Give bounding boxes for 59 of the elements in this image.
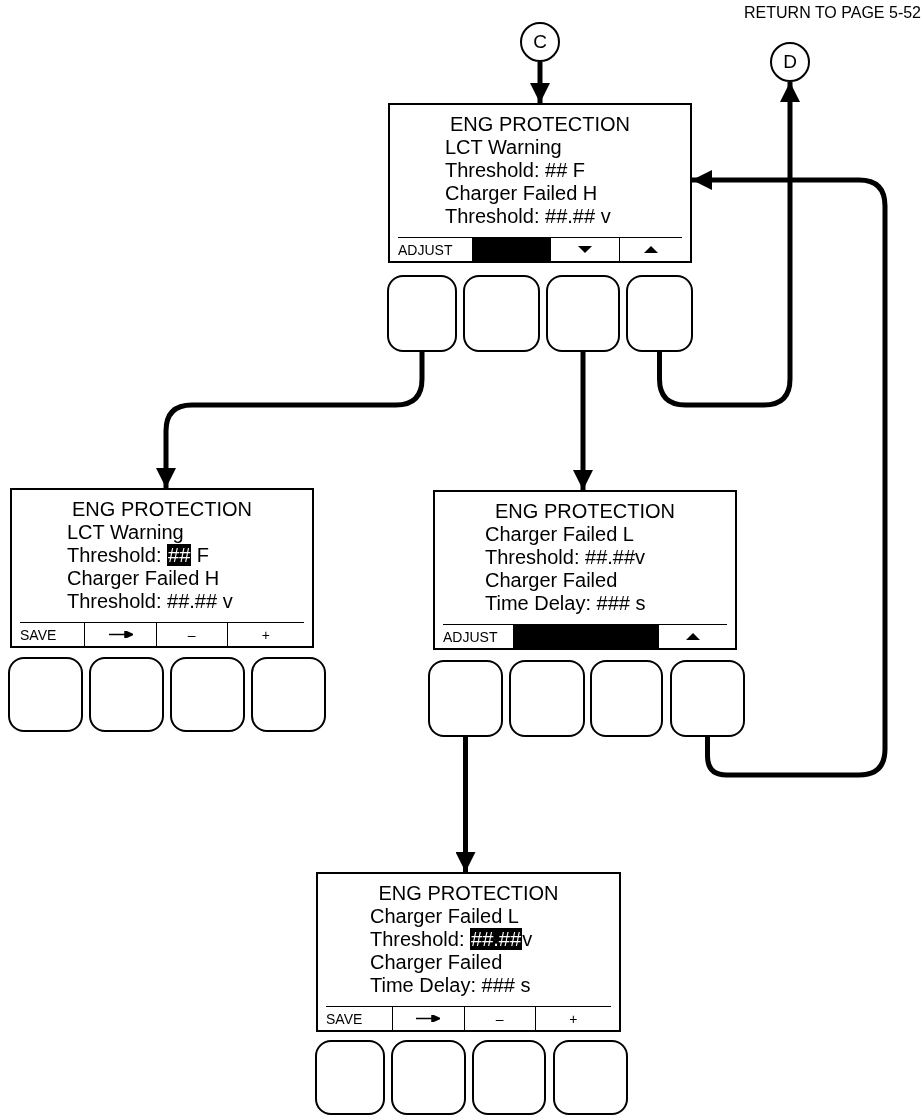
keypad-button [387, 275, 457, 352]
connector-circle [520, 22, 560, 62]
arrow [455, 737, 476, 872]
keypad-button [509, 660, 585, 737]
lcd-screen [316, 872, 621, 1032]
screen-line: Charger Failed H [67, 567, 220, 589]
screen-line: Charger Failed L [485, 523, 634, 545]
screen-line: Time Delay: ### s [485, 592, 646, 614]
screen-line: Threshold: ##.##v [370, 928, 533, 950]
screen-line: Threshold: ## F [445, 159, 586, 181]
softkey-label: – [187, 626, 196, 643]
screen-title: ENG PROTECTION [71, 498, 253, 520]
softkey-label: ADJUST [398, 241, 453, 258]
arrow [692, 170, 888, 778]
screen-line: Time Delay: ### s [370, 974, 531, 996]
arrow [657, 82, 800, 408]
arrow [530, 62, 550, 103]
screen-line: Threshold: ##.## v [445, 205, 611, 227]
arrow [573, 352, 593, 490]
softkey-label: ADJUST [443, 628, 498, 645]
connector-circle [770, 42, 810, 82]
keypad-button [463, 275, 540, 352]
screen-line: Charger Failed H [445, 182, 598, 204]
screen-title: ENG PROTECTION [449, 113, 631, 135]
lcd-screen [10, 488, 314, 648]
softkey-label: SAVE [20, 626, 57, 643]
screen-line: Charger Failed [485, 569, 618, 591]
keypad-button [391, 1040, 466, 1115]
keypad-button [626, 275, 693, 352]
softkey-label: SAVE [326, 1010, 363, 1027]
screen-line: Threshold: ##.## v [67, 590, 233, 612]
softkey-label: + [261, 626, 271, 643]
screen-title: ENG PROTECTION [494, 500, 676, 522]
screen-line: Threshold: ## F [67, 544, 210, 566]
arrow [156, 352, 425, 488]
keypad-button [590, 660, 663, 737]
keypad-button [428, 660, 503, 737]
screen-title: ENG PROTECTION [377, 882, 560, 904]
keypad-button [315, 1040, 385, 1115]
softkey-label: – [495, 1010, 504, 1027]
keypad-button [472, 1040, 546, 1115]
screen-line: LCT Warning [445, 136, 562, 158]
circle-letter: D [783, 51, 797, 73]
keypad-button [89, 657, 164, 732]
page-reference-note: RETURN TO PAGE 5-52 [744, 4, 921, 22]
screen-line: Charger Failed L [370, 905, 519, 927]
keypad-button [670, 660, 745, 737]
softkey-label: + [569, 1010, 578, 1027]
screen-line: Threshold: ##.##v [485, 546, 646, 568]
keypad-button [170, 657, 245, 732]
keypad-button [546, 275, 620, 352]
screen-line: Charger Failed [370, 951, 503, 973]
lcd-screen [433, 490, 737, 650]
keypad-button [8, 657, 83, 732]
lcd-screen [388, 103, 692, 263]
circle-letter: C [533, 31, 547, 53]
keypad-button [251, 657, 326, 732]
keypad-button [553, 1040, 628, 1115]
screen-line: LCT Warning [67, 521, 184, 543]
